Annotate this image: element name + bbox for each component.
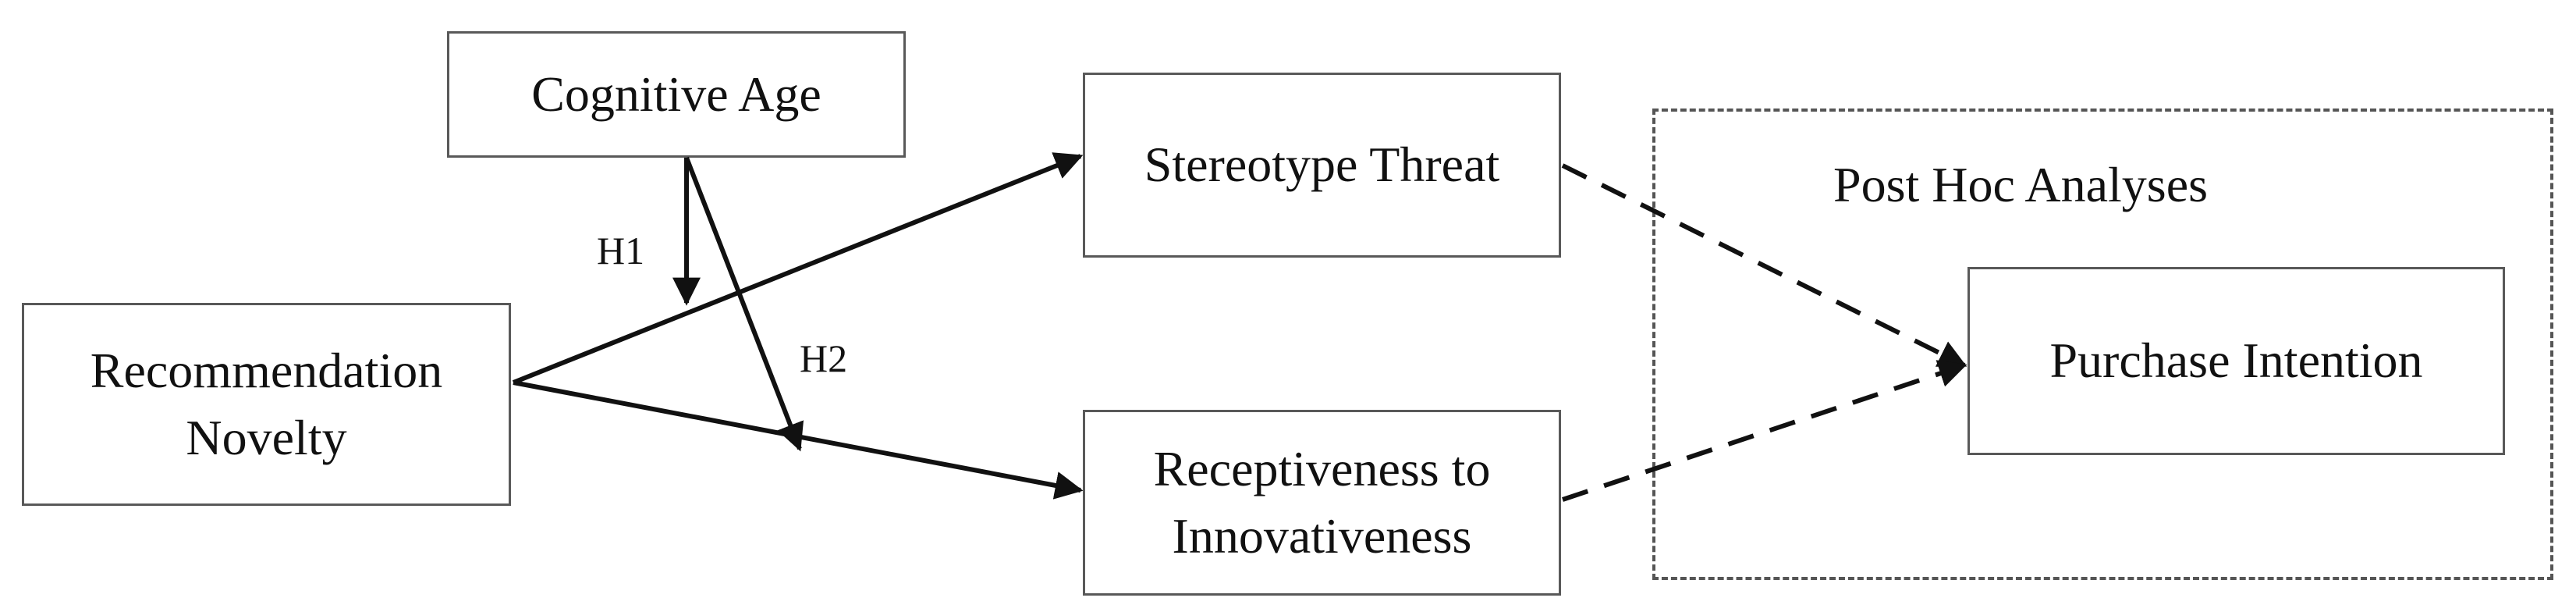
recommendation-novelty-label-line2: Novelty (186, 410, 347, 465)
edge-novelty-to-stereotype (512, 152, 1084, 385)
purchase-intention-label: Purchase Intention (2049, 333, 2423, 389)
recommendation-novelty-label-line1: Recommendation (90, 342, 443, 398)
purchase-intention-box: Purchase Intention (1967, 267, 2505, 455)
cognitive-age-box: Cognitive Age (447, 31, 906, 158)
hypothesis-h2-label: H2 (800, 336, 848, 380)
receptiveness-label-line1: Receptiveness to (1153, 440, 1491, 496)
stereotype-threat-label: Stereotype Threat (1144, 137, 1500, 193)
recommendation-novelty-box: Recommendation Novelty (22, 303, 511, 506)
receptiveness-label-line2: Innovativeness (1172, 508, 1472, 564)
post-hoc-analyses-group (1652, 109, 2553, 580)
post-hoc-analyses-title: Post Hoc Analyses (1833, 157, 2208, 212)
edge-cognitive-age-h2 (684, 156, 804, 452)
receptiveness-box: Receptiveness to Innovativeness (1083, 410, 1561, 596)
edge-receptiveness-to-purchase (1562, 360, 1967, 502)
hypothesis-h1-label: H1 (597, 229, 645, 272)
edge-stereotype-to-purchase (1561, 163, 1967, 368)
cognitive-age-label: Cognitive Age (531, 66, 821, 122)
stereotype-threat-box: Stereotype Threat (1083, 73, 1561, 258)
